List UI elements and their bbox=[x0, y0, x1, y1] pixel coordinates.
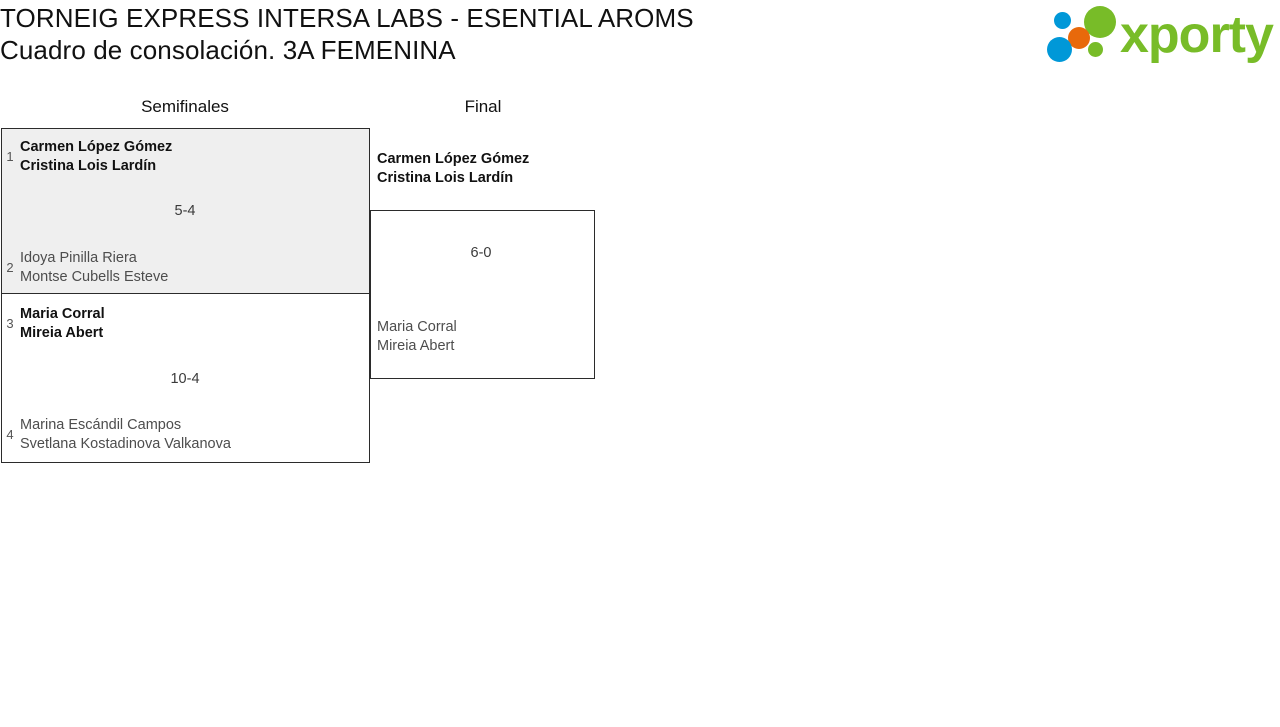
team-names: Marina Escándil Campos Svetlana Kostadin… bbox=[20, 416, 231, 454]
match-final[interactable] bbox=[370, 210, 595, 379]
player-name-2: Svetlana Kostadinova Valkanova bbox=[20, 436, 231, 452]
xporty-logo[interactable]: xporty bbox=[1046, 4, 1276, 70]
orange-dot-icon bbox=[1068, 27, 1090, 49]
blue-dot-large-icon bbox=[1047, 37, 1072, 62]
page-header: TORNEIG EXPRESS INTERSA LABS - ESENTIAL … bbox=[0, 0, 1280, 78]
player-name-2: Mireia Abert bbox=[20, 325, 104, 341]
player-name-1: Carmen López Gómez bbox=[377, 151, 530, 167]
seed-number: 3 bbox=[6, 316, 14, 331]
seed-number: 2 bbox=[6, 260, 14, 275]
match-semifinal-1-score: 5-4 bbox=[174, 203, 196, 219]
match-final-score: 6-0 bbox=[470, 245, 492, 261]
team-names: Carmen López Gómez Cristina Lois Lardín bbox=[377, 150, 529, 188]
team-names: Maria Corral Mireia Abert bbox=[377, 318, 457, 356]
player-name-1: Maria Corral bbox=[20, 306, 105, 322]
seed-number: 4 bbox=[6, 427, 14, 442]
tournament-name: TORNEIG EXPRESS INTERSA LABS - ESENTIAL … bbox=[0, 3, 694, 33]
seed-number: 1 bbox=[6, 149, 14, 164]
player-name-2: Montse Cubells Esteve bbox=[20, 269, 169, 285]
player-name-1: Maria Corral bbox=[377, 319, 457, 335]
round-header-final: Final bbox=[464, 97, 502, 116]
match-semifinal-1-top-team[interactable]: 1 Carmen López Gómez Cristina Lois Lardí… bbox=[0, 138, 172, 176]
logo-wordmark: xporty bbox=[1120, 6, 1274, 64]
green-dot-large-icon bbox=[1084, 6, 1116, 38]
player-name-2: Cristina Lois Lardín bbox=[20, 158, 157, 174]
round-header-semifinales: Semifinales bbox=[141, 97, 229, 116]
tournament-title-block: TORNEIG EXPRESS INTERSA LABS - ESENTIAL … bbox=[0, 2, 960, 66]
blue-dot-top-icon bbox=[1054, 12, 1071, 29]
player-name-1: Marina Escándil Campos bbox=[20, 417, 182, 433]
match-final-top-team[interactable]: Carmen López Gómez Cristina Lois Lardín bbox=[377, 150, 529, 188]
tournament-subtitle: Cuadro de consolación. 3A FEMENINA bbox=[0, 35, 456, 65]
player-name-2: Mireia Abert bbox=[377, 338, 455, 354]
match-final-bottom-team[interactable]: Maria Corral Mireia Abert bbox=[377, 318, 457, 356]
match-semifinal-2-score: 10-4 bbox=[170, 371, 200, 387]
team-names: Maria Corral Mireia Abert bbox=[20, 305, 105, 343]
tournament-bracket: Semifinales Final 1 Carmen López Gómez C… bbox=[0, 90, 700, 490]
match-semifinal-1-bottom-team[interactable]: 2 Idoya Pinilla Riera Montse Cubells Est… bbox=[0, 249, 168, 287]
match-semifinal-2[interactable] bbox=[1, 293, 370, 463]
player-name-2: Cristina Lois Lardín bbox=[377, 170, 514, 186]
team-names: Idoya Pinilla Riera Montse Cubells Estev… bbox=[20, 249, 168, 287]
player-name-1: Idoya Pinilla Riera bbox=[20, 250, 137, 266]
team-names: Carmen López Gómez Cristina Lois Lardín bbox=[20, 138, 172, 176]
logo-dots-icon bbox=[1046, 4, 1128, 66]
green-dot-small-icon bbox=[1088, 42, 1103, 57]
match-semifinal-2-top-team[interactable]: 3 Maria Corral Mireia Abert bbox=[0, 305, 105, 343]
match-semifinal-2-bottom-team[interactable]: 4 Marina Escándil Campos Svetlana Kostad… bbox=[0, 416, 231, 454]
match-semifinal-1[interactable] bbox=[1, 128, 370, 294]
player-name-1: Carmen López Gómez bbox=[20, 139, 173, 155]
